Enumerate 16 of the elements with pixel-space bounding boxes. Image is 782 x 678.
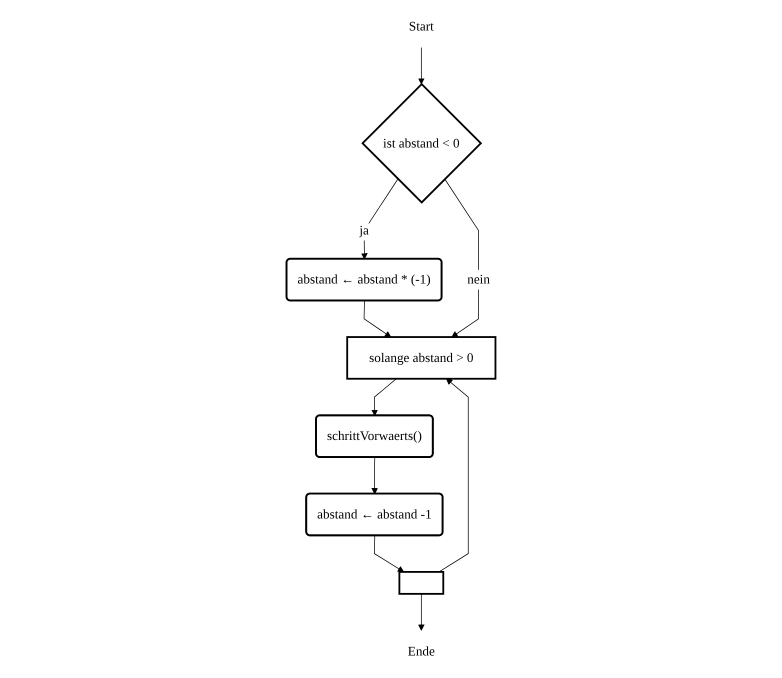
arrow <box>371 378 397 416</box>
arrow <box>364 300 392 338</box>
edge-label: nein <box>467 272 490 287</box>
arrow <box>371 457 378 494</box>
arrow <box>361 178 398 260</box>
arrow <box>418 594 425 631</box>
node-bar <box>398 571 444 595</box>
node-box <box>346 336 496 380</box>
arrow <box>418 47 425 84</box>
node-text: Start <box>408 19 434 34</box>
edge-label: ja <box>359 222 369 238</box>
node-diamond <box>361 82 482 204</box>
arrow <box>444 178 479 338</box>
arrow <box>374 535 404 572</box>
arrow <box>438 378 469 572</box>
node-text: Ende <box>408 644 435 658</box>
